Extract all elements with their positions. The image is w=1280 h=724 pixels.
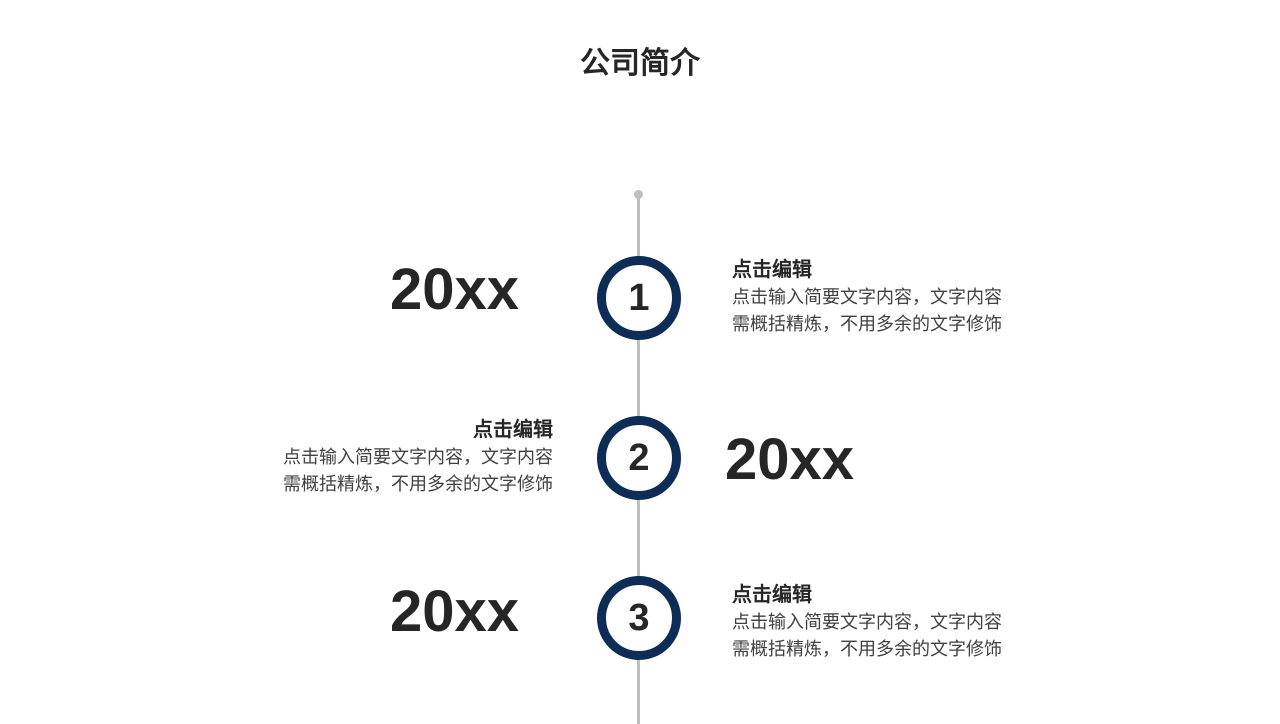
entry-text-line: 需概括精炼，不用多余的文字修饰 — [732, 314, 1002, 335]
timeline-entry-2: 点击编辑 点击输入简要文字内容，文字内容 需概括精炼，不用多余的文字修饰 — [253, 414, 553, 498]
entry-heading: 点击编辑 — [732, 257, 812, 281]
timeline-start-dot — [634, 190, 643, 199]
entry-heading: 点击编辑 — [473, 417, 553, 441]
timeline-entry-3: 点击编辑 点击输入简要文字内容，文字内容 需概括精炼，不用多余的文字修饰 — [732, 579, 1032, 663]
entry-heading: 点击编辑 — [732, 582, 812, 606]
entry-text-line: 点击输入简要文字内容，文字内容 — [732, 612, 1002, 633]
entry-text-line: 需概括精炼，不用多余的文字修饰 — [732, 639, 1002, 660]
entry-text-line: 需概括精炼，不用多余的文字修饰 — [283, 474, 553, 495]
page-title: 公司简介 — [580, 46, 700, 81]
year-label-1: 20xx — [390, 257, 520, 322]
year-label-2: 20xx — [725, 427, 855, 492]
entry-text-line: 点击输入简要文字内容，文字内容 — [732, 287, 1002, 308]
timeline-entry-1: 点击编辑 点击输入简要文字内容，文字内容 需概括精炼，不用多余的文字修饰 — [732, 254, 1032, 338]
timeline-marker-2: 2 — [597, 416, 681, 500]
timeline-marker-3: 3 — [597, 576, 681, 660]
year-label-3: 20xx — [390, 579, 520, 644]
entry-text-line: 点击输入简要文字内容，文字内容 — [283, 447, 553, 468]
timeline-marker-1: 1 — [597, 256, 681, 340]
